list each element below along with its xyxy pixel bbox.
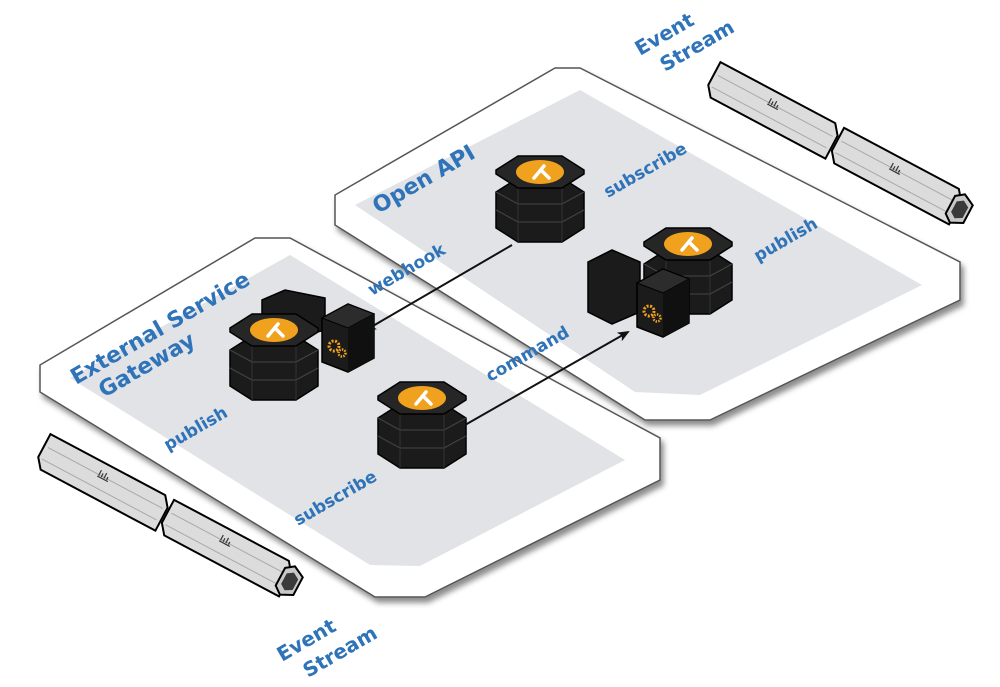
lambda-icon: [228, 312, 320, 402]
command-arrow: [464, 331, 630, 426]
open-api-lambda-gateway-node: [587, 226, 734, 339]
lambda-icon: [494, 154, 586, 244]
open-api-panel-inner: [355, 90, 922, 395]
open-api-lambda-node: [494, 154, 586, 244]
gears-icon: [320, 302, 376, 374]
gateway-lambda-node: [376, 380, 468, 470]
gateway-lambda-gateway-node: [228, 289, 376, 402]
external-service-gateway-panel-inner: [70, 255, 625, 566]
gears-icon: [635, 267, 691, 339]
external-service-gateway-panel: [39, 237, 661, 598]
gateway-back-block: [587, 249, 641, 325]
webhook-arrow: [364, 244, 513, 332]
lambda-icon: [376, 380, 468, 470]
